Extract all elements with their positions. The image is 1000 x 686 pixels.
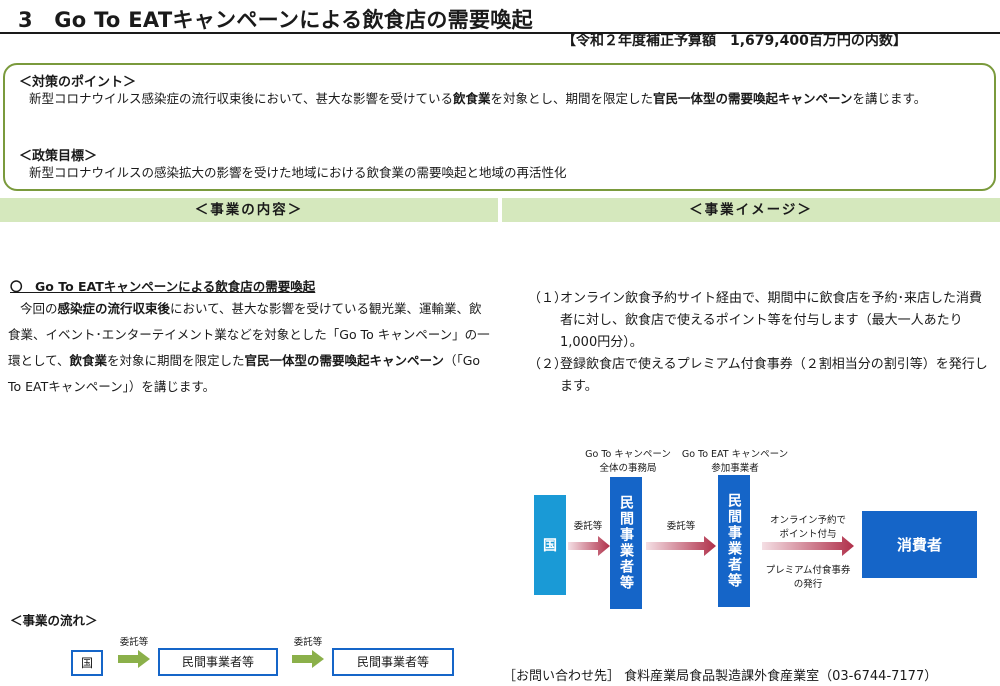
- business-flow-kuni: 国: [71, 650, 103, 676]
- business-flow-arrow1-label: 委託等: [119, 637, 149, 648]
- content-section-band: ＜事業の内容＞: [0, 198, 498, 222]
- business-flow-arrow-1: [118, 650, 150, 668]
- business-flow-heading: ＜事業の流れ＞: [10, 613, 98, 628]
- flow-arrow1-label: 委託等: [573, 521, 603, 532]
- flow-arrow-3: [762, 536, 854, 556]
- goal-text: 新型コロナウイルスの感染拡大の影響を受けた地域における飲食業の需要喚起と地域の再…: [29, 165, 567, 180]
- points-heading: ＜対策のポイント＞: [19, 75, 137, 90]
- policy-box: ＜対策のポイント＞ 新型コロナウイルス感染症の流行収束後において、甚大な影響を受…: [3, 63, 996, 191]
- flow-arrow3-below-label: プレミアム付食事券の発行: [765, 565, 851, 590]
- business-flow-box-1: 民間事業者等: [158, 648, 278, 676]
- budget-label: 【令和２年度補正予算額 1,679,400百万円の内数】: [562, 33, 907, 49]
- flow-arrow3-label: オンライン予約でポイント付与: [769, 515, 846, 540]
- image-item-1: （１）オンライン飲食予約サイト経由で、期間中に飲食店を予約･来店した消費者に対し…: [528, 291, 982, 350]
- business-flow-arrow2-label: 委託等: [293, 637, 323, 648]
- content-heading: 〇 Go To EATキャンペーンによる飲食店の需要喚起: [10, 279, 316, 294]
- image-section-band: ＜事業イメージ＞: [502, 198, 1000, 222]
- flow-kuni-box: 国: [534, 495, 566, 595]
- flow-minkan-box-2: 民間事業者等: [718, 475, 750, 607]
- content-body: 今回の感染症の流行収束後において、甚大な影響を受けている観光業、運輸業、飲食業、…: [8, 301, 490, 394]
- flow-caption-2: Go To EAT キャンペーン参加事業者: [681, 449, 789, 474]
- image-item-2: （２）登録飲食店で使えるプレミアム付食事券（２割相当分の割引等）を発行します。: [528, 357, 988, 394]
- flow-minkan-box-1: 民間事業者等: [610, 477, 642, 609]
- contact-info: ［お問い合わせ先］ 食料産業局食品製造課外食産業室（03-6744-7177）: [503, 669, 938, 684]
- flow-arrow-1: [568, 536, 610, 556]
- flow-arrow2-label: 委託等: [666, 521, 696, 532]
- flow-caption-1: Go To キャンペーン全体の事務局: [585, 449, 671, 474]
- goal-heading: ＜政策目標＞: [19, 149, 98, 164]
- points-text: 新型コロナウイルス感染症の流行収束後において、甚大な影響を受けている飲食業を対象…: [29, 91, 927, 106]
- business-flow-arrow-2: [292, 650, 324, 668]
- flow-arrow-2: [646, 536, 716, 556]
- image-list: （１）オンライン飲食予約サイト経由で、期間中に飲食店を予約･来店した消費者に対し…: [528, 288, 988, 398]
- business-flow-box-2: 民間事業者等: [332, 648, 454, 676]
- title-underline: [0, 32, 1000, 34]
- page-title: 3 Go To EATキャンペーンによる飲食店の需要喚起: [18, 8, 533, 32]
- flow-consumer-box: 消費者: [862, 511, 977, 578]
